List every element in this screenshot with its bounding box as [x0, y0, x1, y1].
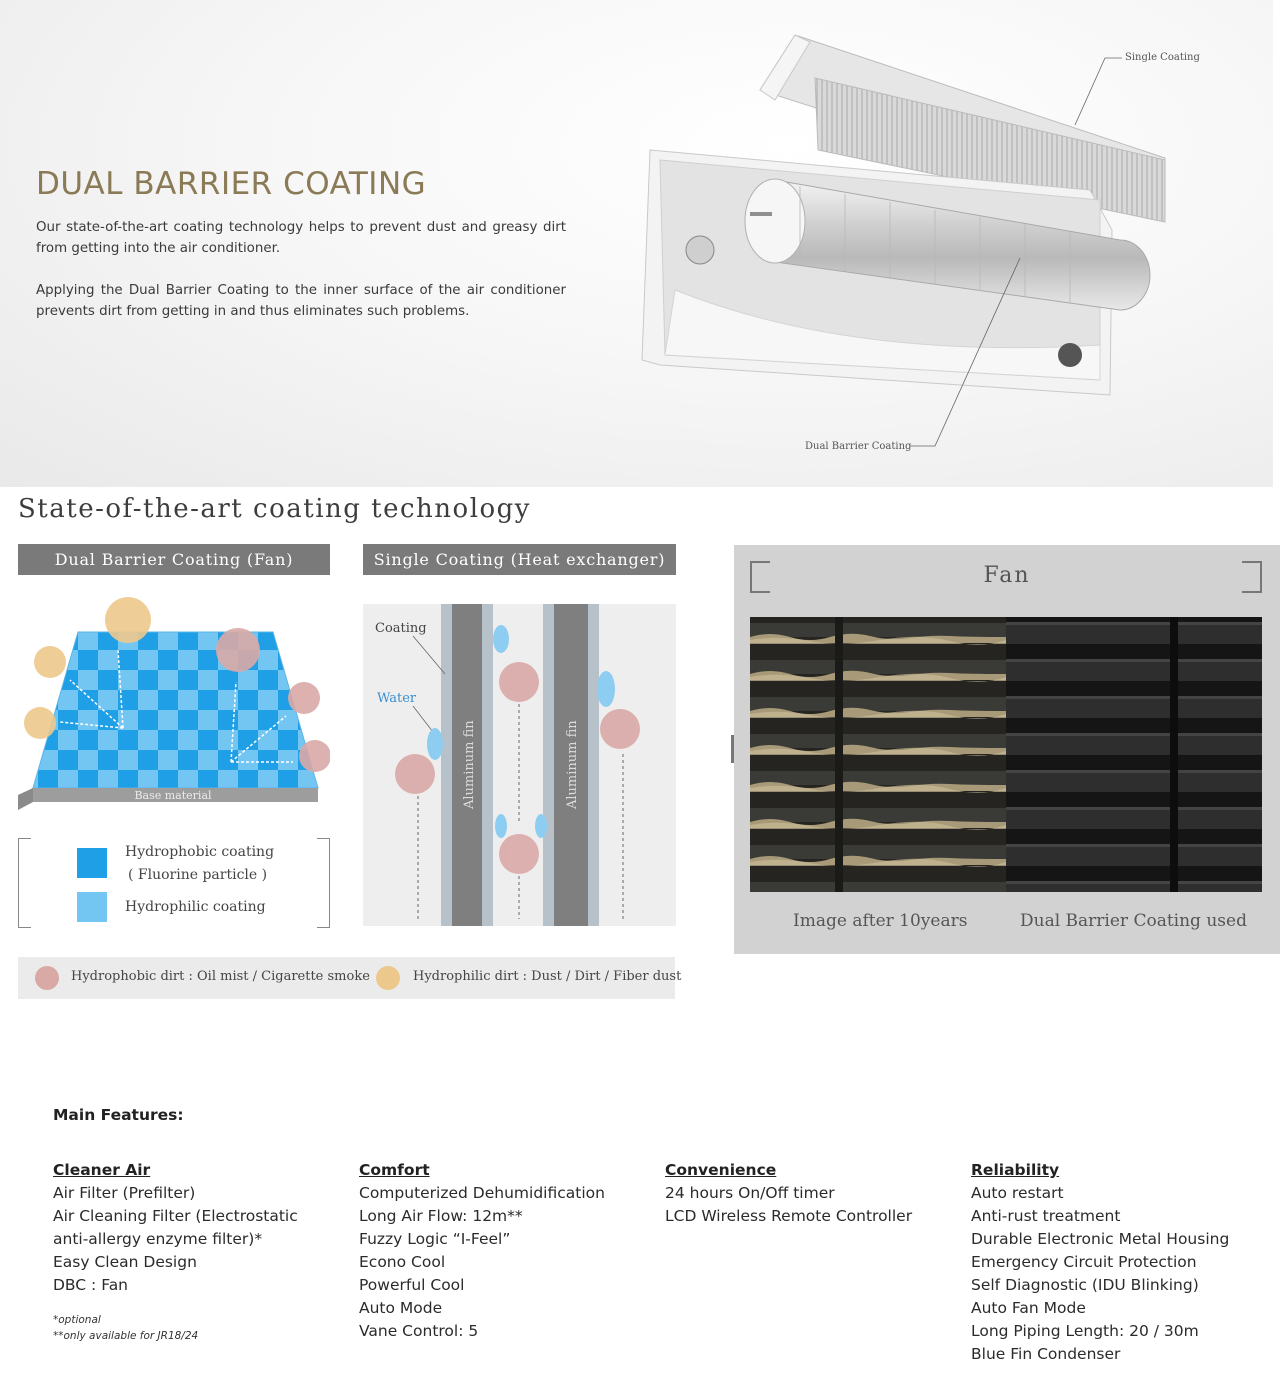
feature-column-reliability: Reliability Auto restart Anti-rust treat…: [971, 1159, 1271, 1366]
coating-label: Coating: [375, 621, 427, 636]
feature-item: Auto restart: [971, 1184, 1064, 1202]
hydrophilic-dirt-label: Hydrophilic dirt : Dust / Dirt / Fiber d…: [413, 969, 682, 984]
hydrophobic-swatch: [77, 848, 107, 878]
feature-column-convenience: Convenience 24 hours On/Off timer LCD Wi…: [665, 1159, 965, 1228]
footnote-optional: *optional: [53, 1314, 101, 1326]
aluminum-fin-label-1: Aluminum fin: [462, 720, 477, 810]
legend-hydrophobic-sub: ( Fluorine particle ): [128, 867, 268, 883]
feature-column-cleaner-air: Cleaner Air Air Filter (Prefilter) Air C…: [53, 1159, 353, 1297]
hydrophobic-dirt-label: Hydrophobic dirt : Oil mist / Cigarette …: [71, 969, 370, 984]
feature-item: anti-allergy enzyme filter)*: [53, 1230, 263, 1248]
dust-dirt-icon: [376, 966, 400, 990]
feature-item: Self Diagnostic (IDU Blinking): [971, 1276, 1199, 1294]
main-features-heading: Main Features:: [53, 1106, 184, 1124]
legend-hydrophobic: Hydrophobic coating: [125, 844, 275, 860]
feature-item: Econo Cool: [359, 1253, 446, 1271]
single-coating-panel-title: Single Coating (Heat exchanger): [363, 544, 676, 575]
footnotes: *optional **only available for JR18/24: [53, 1312, 198, 1344]
feature-column-title: Comfort: [359, 1161, 430, 1179]
caption-dbc-used: Dual Barrier Coating used: [1020, 911, 1247, 931]
coating-legend: Hydrophobic coating ( Fluorine particle …: [18, 838, 330, 928]
fan-comparison-photo: [750, 617, 1262, 892]
feature-item: Fuzzy Logic “I-Feel”: [359, 1230, 511, 1248]
feature-column-comfort: Comfort Computerized Dehumidification Lo…: [359, 1159, 659, 1343]
feature-item: Blue Fin Condenser: [971, 1345, 1121, 1363]
feature-item: Powerful Cool: [359, 1276, 465, 1294]
water-label: Water: [377, 691, 417, 706]
feature-item: Air Filter (Prefilter): [53, 1184, 196, 1202]
legend-hydrophilic: Hydrophilic coating: [125, 899, 266, 915]
feature-item: Easy Clean Design: [53, 1253, 197, 1271]
fan-panel-title: Fan: [983, 563, 1031, 588]
dust-particles: [24, 597, 151, 739]
feature-item: Anti-rust treatment: [971, 1207, 1121, 1225]
feature-item: Long Piping Length: 20 / 30m: [971, 1322, 1199, 1340]
feature-column-title: Cleaner Air: [53, 1161, 151, 1179]
feature-item: Computerized Dehumidification: [359, 1184, 605, 1202]
feature-item: Air Cleaning Filter (Electrostatic: [53, 1207, 298, 1225]
dual-coating-diagram: Base material: [18, 597, 330, 810]
air-conditioner-exploded-illustration: [641, 34, 1166, 447]
feature-item: Auto Mode: [359, 1299, 443, 1317]
oil-dirt-icon: [35, 966, 59, 990]
caption-after-10-years: Image after 10years: [793, 911, 968, 931]
hydrophilic-swatch: [77, 892, 107, 922]
dirt-legend: Hydrophobic dirt : Oil mist / Cigarette …: [18, 957, 681, 999]
feature-item: 24 hours On/Off timer: [665, 1184, 835, 1202]
feature-column-title: Reliability: [971, 1161, 1060, 1179]
hero-paragraph-2: Applying the Dual Barrier Coating to the…: [36, 283, 566, 319]
hero-section: Single Coating Dual Barrier Coating DUAL…: [0, 0, 1273, 487]
fan-comparison-panel: Fan Image after 10years Dual Barrier Coa…: [734, 545, 1280, 954]
oil-particles: [216, 628, 330, 772]
hero-paragraph-1: Our state-of-the-art coating technology …: [36, 220, 566, 256]
technology-title: State-of-the-art coating technology: [18, 494, 531, 524]
feature-column-title: Convenience: [665, 1161, 777, 1179]
feature-item: Vane Control: 5: [359, 1322, 479, 1340]
single-coating-callout: Single Coating: [1125, 52, 1200, 63]
base-material-label: Base material: [134, 789, 212, 802]
dual-barrier-callout: Dual Barrier Coating: [805, 441, 912, 452]
single-coating-diagram: Aluminum fin Aluminum fin Coating Water: [363, 604, 676, 926]
dual-coating-panel-title: Dual Barrier Coating (Fan): [18, 544, 330, 575]
aluminum-fin-label-2: Aluminum fin: [565, 720, 580, 810]
feature-item: Emergency Circuit Protection: [971, 1253, 1197, 1271]
feature-item: LCD Wireless Remote Controller: [665, 1207, 913, 1225]
feature-item: Durable Electronic Metal Housing: [971, 1230, 1230, 1248]
hero-title: DUAL BARRIER COATING: [36, 166, 427, 202]
feature-item: Auto Fan Mode: [971, 1299, 1086, 1317]
footnote-model: **only available for JR18/24: [53, 1330, 199, 1342]
feature-item: DBC : Fan: [53, 1276, 129, 1294]
feature-item: Long Air Flow: 12m**: [359, 1207, 523, 1225]
